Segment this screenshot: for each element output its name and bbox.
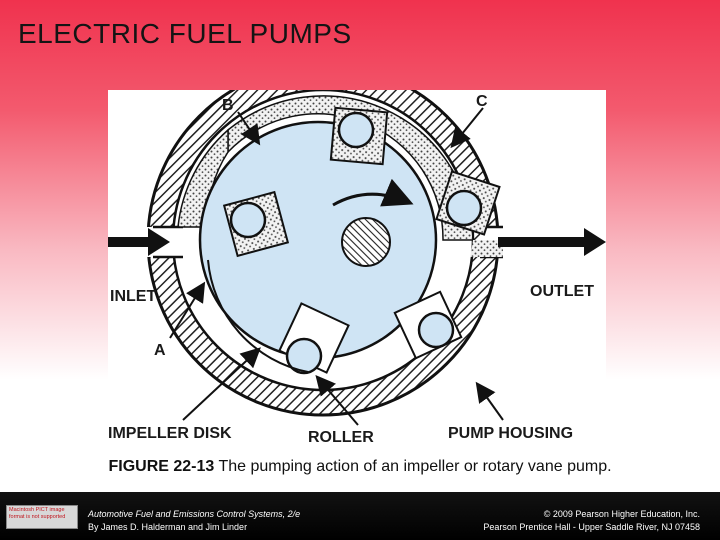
- publisher: Pearson Prentice Hall - Upper Saddle Riv…: [483, 522, 700, 532]
- pict-placeholder-badge: Macintosh PICT image format is not suppo…: [6, 505, 78, 529]
- label-a: A: [154, 342, 166, 359]
- shaft: [341, 217, 391, 267]
- label-b: B: [222, 97, 234, 114]
- fuel-chamber: [227, 95, 474, 241]
- book-title: Automotive Fuel and Emissions Control Sy…: [88, 509, 301, 519]
- label-roller: ROLLER: [308, 429, 374, 446]
- authors: By James D. Halderman and Jim Linder: [88, 522, 248, 532]
- leader-lines: [169, 107, 504, 426]
- figure-caption: FIGURE 22-13 The pumping action of an im…: [0, 458, 720, 476]
- label-c: C: [476, 93, 488, 110]
- rollers: [229, 111, 483, 375]
- slide-title: ELECTRIC FUEL PUMPS: [18, 18, 352, 49]
- figure-number: FIGURE 22-13: [108, 458, 215, 475]
- footer-bar: Macintosh PICT image format is not suppo…: [0, 492, 720, 540]
- label-inlet: INLET: [110, 288, 156, 305]
- pump-diagram: B C A INLET OUTLET IMPELLER DISK ROLLER …: [108, 90, 606, 450]
- caption-text: The pumping action of an impeller or rot…: [214, 458, 612, 475]
- copyright: © 2009 Pearson Higher Education, Inc.: [543, 509, 700, 519]
- label-impeller-disk: IMPELLER DISK: [108, 425, 232, 442]
- footer-right: © 2009 Pearson Higher Education, Inc. Pe…: [483, 508, 700, 534]
- footer-left: Automotive Fuel and Emissions Control Sy…: [88, 508, 300, 534]
- pump-diagram-svg: B C A INLET OUTLET IMPELLER DISK ROLLER …: [108, 90, 606, 446]
- label-outlet: OUTLET: [530, 283, 594, 300]
- rotation-arrow: [332, 178, 414, 207]
- label-pump-housing: PUMP HOUSING: [448, 425, 573, 442]
